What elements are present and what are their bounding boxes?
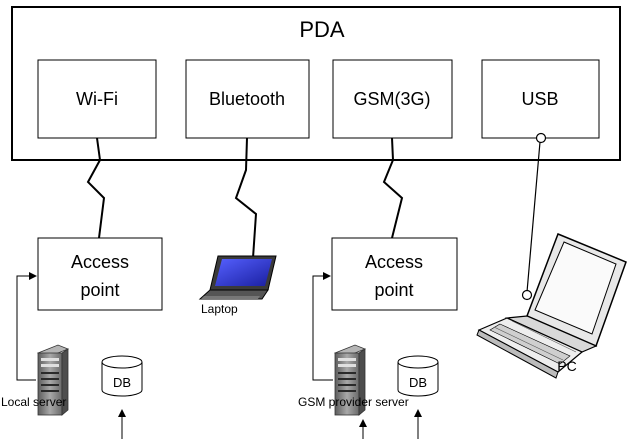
access-point-right-line1: Access	[365, 252, 423, 272]
laptop-icon	[198, 255, 277, 300]
interface-gsm: GSM(3G)	[332, 59, 453, 139]
local-server-connector	[16, 272, 37, 381]
database-left-label: DB	[113, 375, 131, 390]
interface-wifi-label: Wi-Fi	[76, 89, 118, 109]
interface-gsm-label: GSM(3G)	[353, 89, 430, 109]
laptop-label: Laptop	[201, 302, 238, 316]
pda-label: PDA	[299, 17, 345, 42]
database-icon-left: DB	[101, 355, 143, 397]
wireless-link-bluetooth	[234, 137, 258, 259]
wireless-link-wifi	[86, 137, 106, 239]
pc-icon	[476, 233, 627, 379]
wireless-link-gsm	[382, 137, 404, 239]
interface-bluetooth: Bluetooth	[185, 59, 310, 139]
interface-usb: USB	[481, 59, 600, 139]
access-point-left: Access point	[37, 237, 163, 311]
access-point-left-line2: point	[80, 280, 119, 300]
pc-label: PC	[557, 358, 576, 374]
access-point-right: Access point	[331, 237, 458, 311]
database-icon-right: DB	[397, 355, 439, 397]
interface-wifi: Wi-Fi	[37, 59, 157, 139]
gsm-server-label: GSM provider server	[298, 395, 409, 409]
interface-bluetooth-label: Bluetooth	[209, 89, 285, 109]
usb-cable	[521, 132, 547, 301]
gsm-server-connector	[312, 272, 333, 381]
local-server-label: Local server	[1, 395, 66, 409]
local-server-icon	[36, 344, 70, 416]
access-point-left-line1: Access	[71, 252, 129, 272]
access-point-right-line2: point	[374, 280, 413, 300]
interface-usb-label: USB	[521, 89, 558, 109]
database-right-label: DB	[409, 375, 427, 390]
gsm-server-icon	[333, 344, 367, 416]
